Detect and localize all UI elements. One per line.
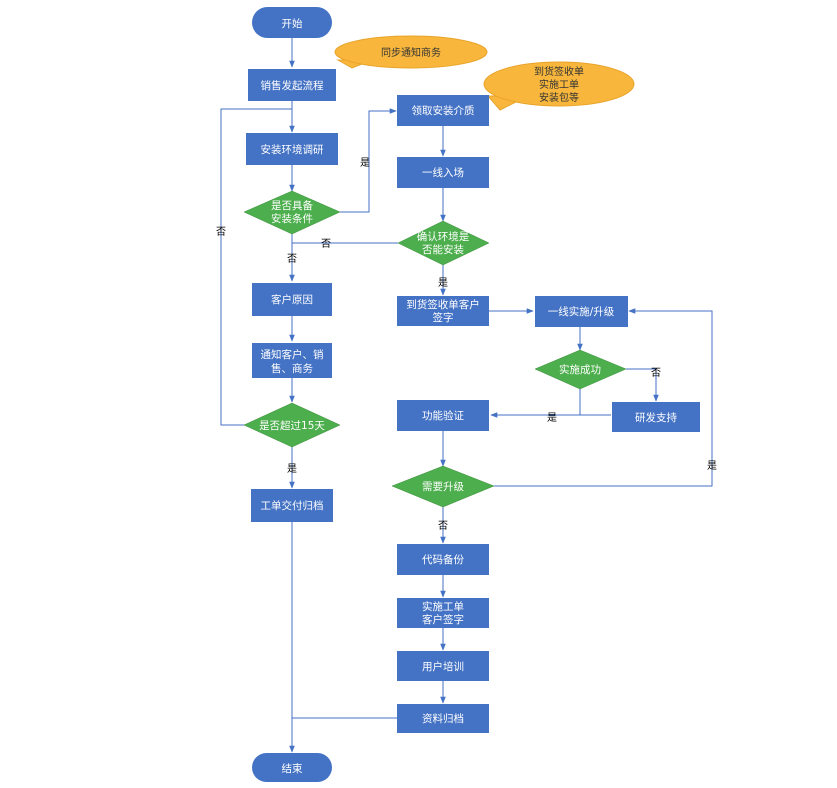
node-end: 结束 xyxy=(252,753,332,782)
edge-decision-yes-media xyxy=(340,108,397,213)
label-yes-over15: 是 xyxy=(287,463,297,475)
node-user-training: 用户培训 xyxy=(397,651,489,681)
node-rd-support-text: 研发支持 xyxy=(635,411,677,424)
node-receive-media-text: 领取安装介质 xyxy=(412,104,475,117)
label-no-success: 否 xyxy=(651,367,661,379)
label-yes-upgrade: 是 xyxy=(707,460,717,472)
node-doc-archive: 资料归档 xyxy=(397,704,489,733)
decision-over-15-text: 是否超过15天 xyxy=(259,419,325,432)
edge-upgrade-yes-implement xyxy=(494,308,713,487)
decision-impl-success-text: 实施成功 xyxy=(559,363,601,376)
edge-success-no-rd xyxy=(626,368,659,402)
node-func-verify: 功能验证 xyxy=(397,400,489,431)
callout-docs-line1: 到货签收单 xyxy=(534,65,584,78)
node-receive-media: 领取安装介质 xyxy=(397,95,489,126)
node-first-line-entry: 一线入场 xyxy=(397,157,489,188)
node-sales-start: 销售发起流程 xyxy=(248,69,336,101)
node-customer-sign: 到货签收单客户 签字 xyxy=(397,296,489,326)
node-notify: 通知客户、销 售、商务 xyxy=(252,343,332,378)
label-yes-conditions: 是 xyxy=(360,157,370,169)
decision-need-upgrade: 需要升级 xyxy=(391,465,495,508)
node-customer-sign-line2: 签字 xyxy=(433,311,454,324)
node-func-verify-text: 功能验证 xyxy=(422,409,464,422)
decision-confirm-env-line1: 确认环境是 xyxy=(417,230,470,243)
node-implement-text: 一线实施/升级 xyxy=(548,305,615,318)
node-archive-order-text: 工单交付归档 xyxy=(261,499,324,512)
callout-docs: 到货签收单 实施工单 安装包等 xyxy=(483,61,635,111)
callout-docs-line2: 实施工单 xyxy=(539,78,579,91)
label-no-conditions: 否 xyxy=(287,253,297,265)
label-yes-confirm: 是 xyxy=(438,277,448,289)
decision-impl-success: 实施成功 xyxy=(534,349,627,390)
edge-success-yes-verify xyxy=(490,389,581,418)
node-code-backup-text: 代码备份 xyxy=(422,553,464,566)
node-user-training-text: 用户培训 xyxy=(422,660,464,673)
node-code-backup: 代码备份 xyxy=(397,544,489,575)
decision-need-upgrade-text: 需要升级 xyxy=(422,481,464,493)
node-env-survey: 安装环境调研 xyxy=(246,133,338,165)
decision-confirm-env-line2: 否能安装 xyxy=(422,243,464,256)
node-order-sign: 实施工单 客户签字 xyxy=(397,598,489,628)
node-notify-line2: 售、商务 xyxy=(271,362,313,375)
callout-notify-business: 同步通知商务 xyxy=(334,35,488,69)
node-order-sign-line2: 客户签字 xyxy=(422,613,464,626)
edge-over15-no-loop xyxy=(220,108,293,426)
connectors xyxy=(220,38,713,753)
node-env-survey-text: 安装环境调研 xyxy=(261,143,324,156)
node-customer-sign-line1: 到货签收单客户 xyxy=(406,298,480,311)
decision-has-conditions: 是否具备 安装条件 xyxy=(243,190,341,235)
node-end-text: 结束 xyxy=(282,762,303,775)
node-order-sign-line1: 实施工单 xyxy=(422,600,464,613)
node-implement: 一线实施/升级 xyxy=(535,296,628,327)
node-sales-start-text: 销售发起流程 xyxy=(261,79,324,92)
node-first-line-entry-text: 一线入场 xyxy=(422,166,464,179)
decision-has-conditions-line2: 安装条件 xyxy=(271,212,313,225)
label-no-over15: 否 xyxy=(216,226,226,238)
node-customer-reason: 客户原因 xyxy=(252,283,332,316)
node-rd-support: 研发支持 xyxy=(612,402,700,432)
node-archive-order: 工单交付归档 xyxy=(251,489,333,522)
node-notify-line1: 通知客户、销 xyxy=(261,348,324,361)
node-start: 开始 xyxy=(252,7,332,38)
callout-notify-business-text: 同步通知商务 xyxy=(381,46,441,59)
node-customer-reason-text: 客户原因 xyxy=(271,293,313,306)
decision-confirm-env: 确认环境是 否能安装 xyxy=(397,220,490,266)
decision-over-15: 是否超过15天 xyxy=(243,402,341,448)
decision-has-conditions-line1: 是否具备 xyxy=(271,199,313,212)
node-doc-archive-text: 资料归档 xyxy=(422,712,464,725)
callout-docs-line3: 安装包等 xyxy=(539,91,579,104)
label-no-upgrade: 否 xyxy=(438,520,448,532)
node-start-text: 开始 xyxy=(282,17,303,30)
edge-labels: 是 否 否 否 是 否 是 是 是 否 xyxy=(216,157,717,532)
label-no-confirm: 否 xyxy=(321,238,331,250)
label-yes-success: 是 xyxy=(547,412,557,424)
